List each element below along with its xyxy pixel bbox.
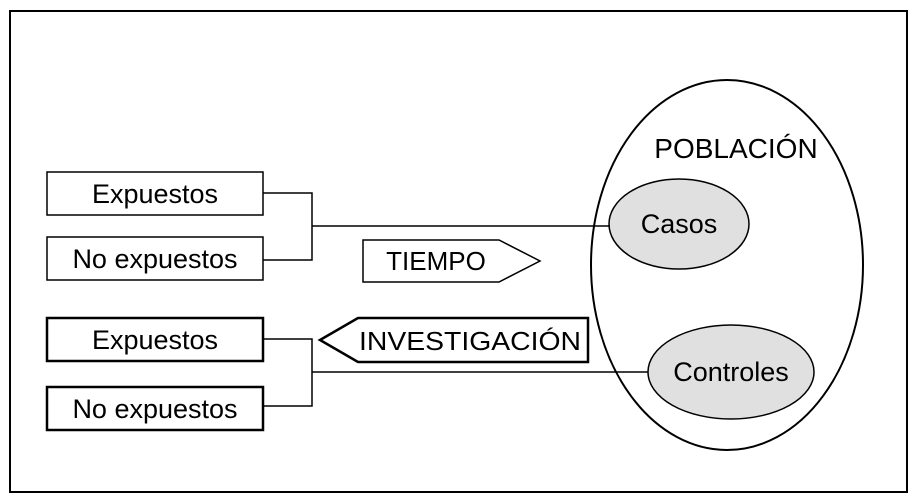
controls-exposed-label: Expuestos <box>92 325 218 355</box>
investigation-label: INVESTIGACIÓN <box>359 326 581 356</box>
cases-unexposed-box <box>46 236 264 281</box>
time-arrow-shape <box>362 239 542 283</box>
cases-exposed-box <box>46 171 264 216</box>
cases-label: Casos <box>641 209 718 239</box>
cases-ellipse <box>608 178 750 270</box>
cases-exposed-label: Expuestos <box>92 179 218 209</box>
investigation-arrow-shape <box>317 316 590 364</box>
controls-unexposed-box <box>45 385 265 432</box>
cases-unexposed-label: No expuestos <box>72 244 237 274</box>
controls-unexposed-label: No expuestos <box>72 394 237 424</box>
controls-label: Controles <box>673 357 789 387</box>
time-label: TIEMPO <box>386 246 486 276</box>
controls-exposed-box <box>45 316 265 363</box>
population-label: POBLACIÓN <box>654 133 817 164</box>
